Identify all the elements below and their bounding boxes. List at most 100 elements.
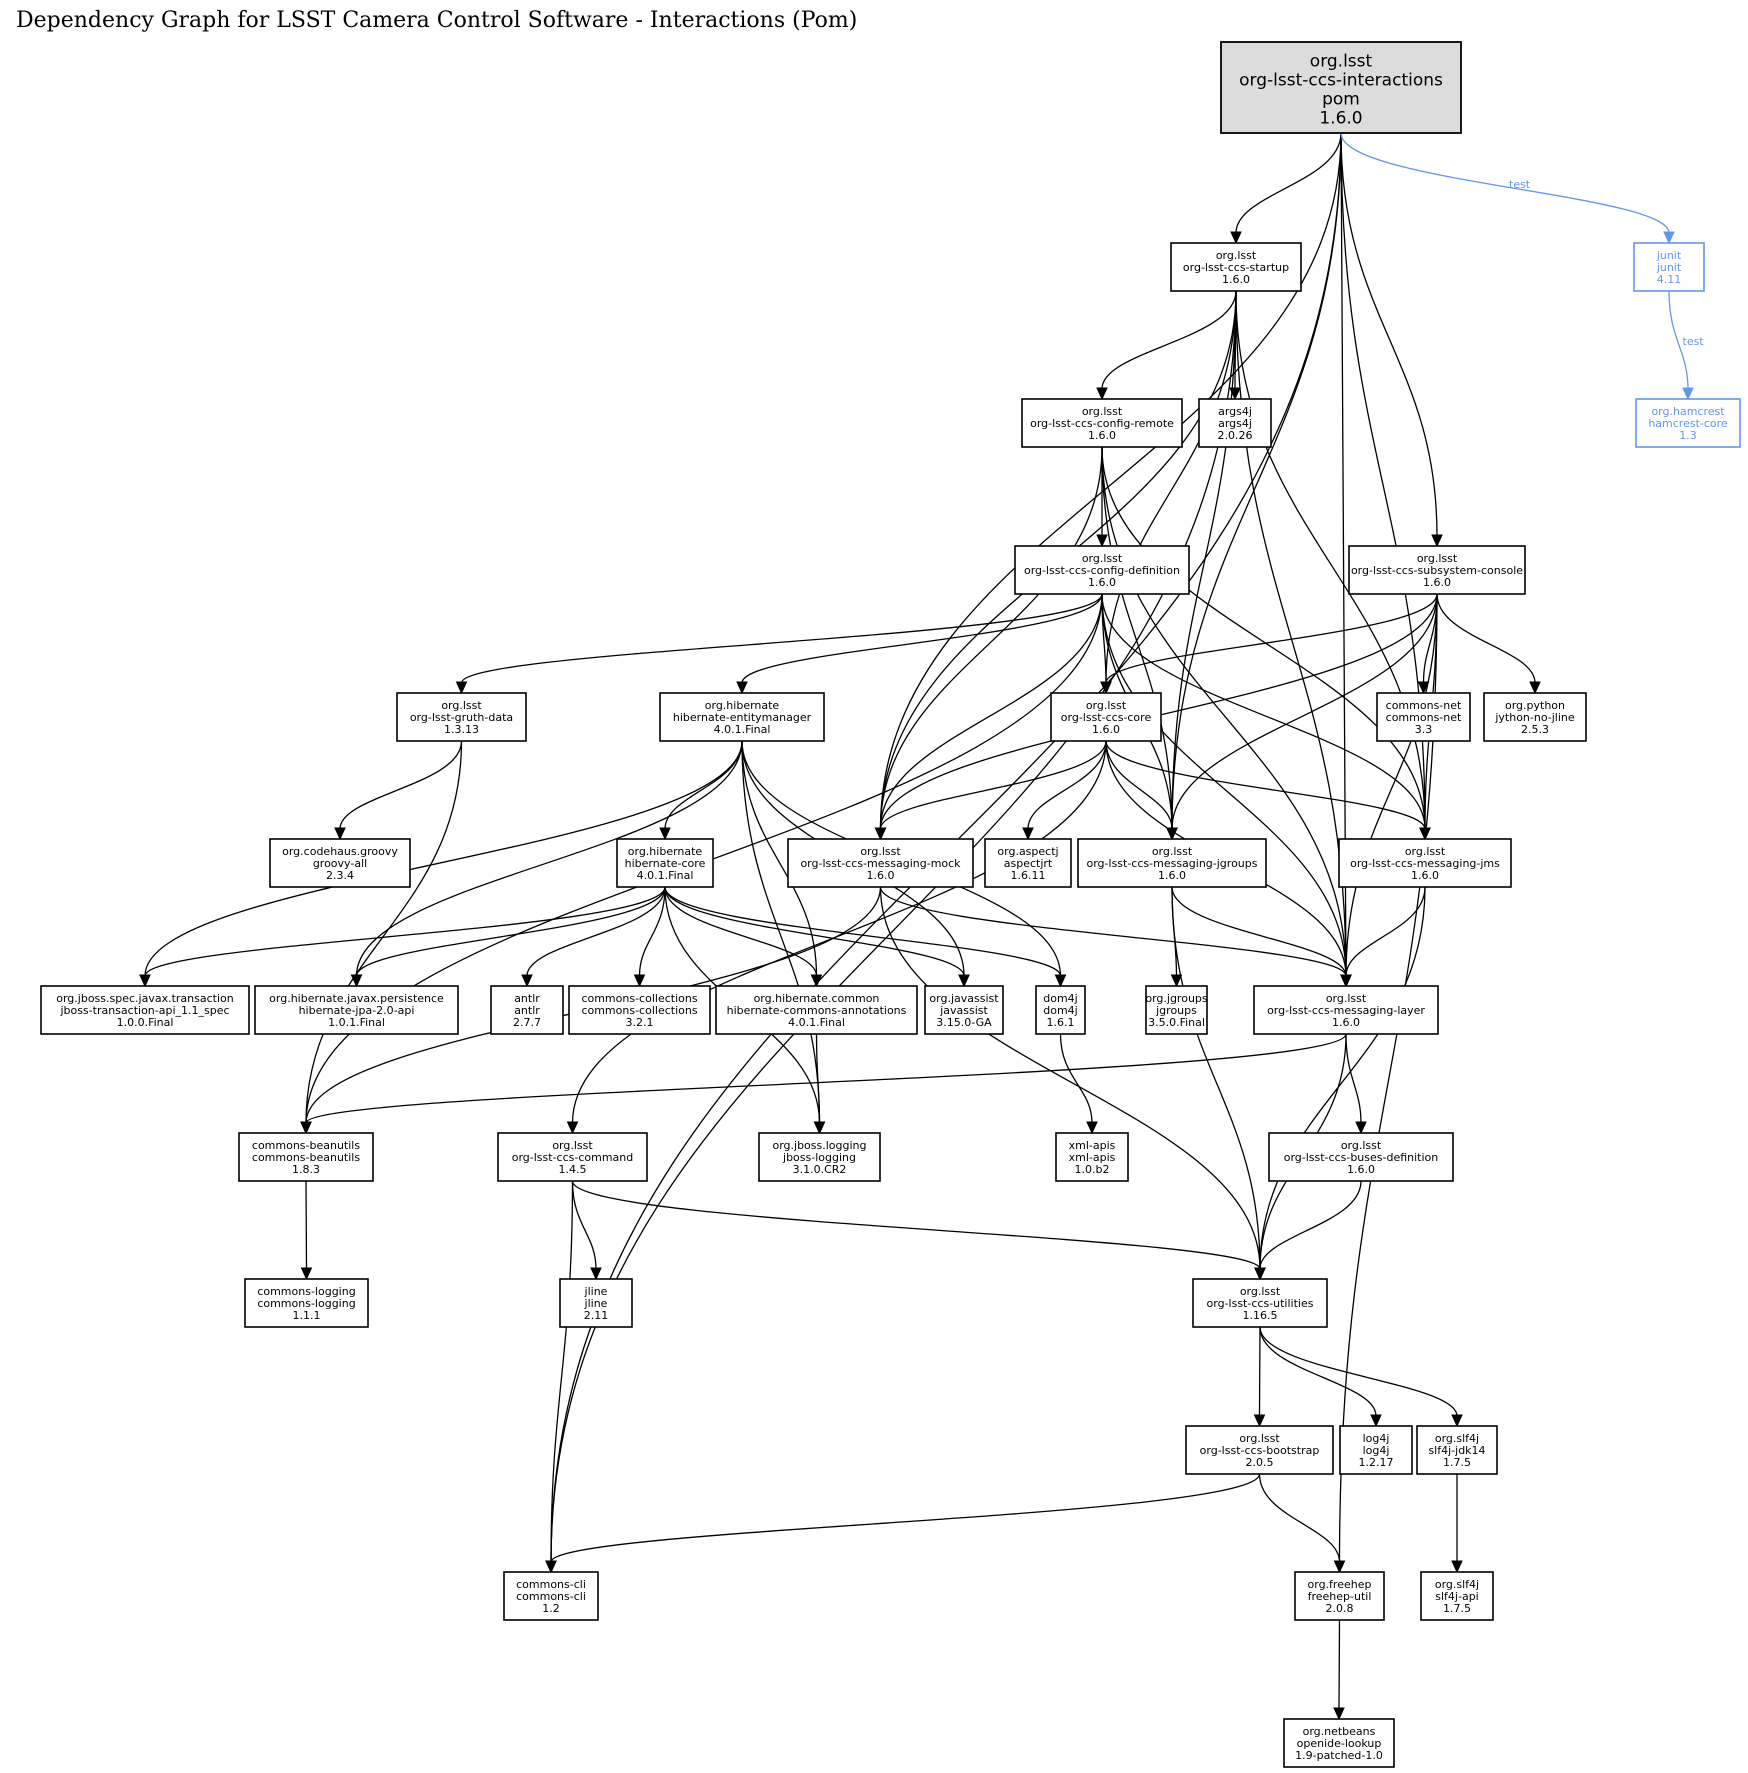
node-label-line: 1.6.0 xyxy=(1332,1016,1360,1029)
edge-line xyxy=(1259,1326,1458,1417)
arrowhead-icon xyxy=(1682,387,1694,401)
node-label-line: jython-no-jline xyxy=(1494,711,1575,724)
edge-subsystem-console-to-jython xyxy=(1436,593,1541,695)
node-label-line: 1.9-patched-1.0 xyxy=(1295,1749,1383,1762)
node-label-line: org-lsst-ccs-subsystem-console xyxy=(1351,564,1523,577)
edge-hibernate-core-to-hibernate-jpa xyxy=(350,886,666,988)
edge-buses-definition-to-utilities xyxy=(1254,1180,1362,1281)
edge-freehep-to-openide xyxy=(1333,1619,1345,1721)
node-config-definition[interactable]: org.lsstorg-lsst-ccs-config-definition1.… xyxy=(1014,545,1190,595)
node-label-line: 2.7.7 xyxy=(513,1016,541,1029)
edge-line xyxy=(355,886,666,977)
edge-line xyxy=(741,740,818,977)
node-label-line: antlr xyxy=(514,1004,540,1017)
edge-line xyxy=(305,740,463,1124)
edge-startup-to-config-remote xyxy=(1096,290,1237,401)
edge-line xyxy=(879,593,1103,830)
node-messaging-jgroups[interactable]: org.lsstorg-lsst-ccs-messaging-jgroups1.… xyxy=(1077,838,1267,888)
node-openide[interactable]: org.netbeansopenide-lookup1.9-patched-1.… xyxy=(1283,1718,1395,1768)
node-box xyxy=(1014,545,1190,595)
node-box xyxy=(715,985,918,1035)
edge-line xyxy=(1105,290,1237,684)
node-buses-definition[interactable]: org.lsstorg-lsst-ccs-buses-definition1.6… xyxy=(1268,1132,1454,1182)
node-label-line: org.jboss.logging xyxy=(772,1139,866,1152)
edge-interactions-to-startup xyxy=(1230,132,1342,245)
node-label-line: args4j xyxy=(1218,417,1252,430)
node-box xyxy=(1420,1571,1494,1621)
node-label-line: dom4j xyxy=(1043,992,1077,1005)
node-hibernate-annotations[interactable]: org.hibernate.commonhibernate-commons-an… xyxy=(715,985,918,1035)
node-label-line: 1.6.1 xyxy=(1047,1016,1075,1029)
node-label-line: 2.3.4 xyxy=(326,869,354,882)
edge-line xyxy=(1338,1619,1341,1710)
node-label-line: aspectjrt xyxy=(1004,857,1053,870)
edge-line xyxy=(879,740,1107,830)
node-messaging-layer[interactable]: org.lsstorg-lsst-ccs-messaging-layer1.6.… xyxy=(1253,985,1439,1035)
edge-line xyxy=(1340,132,1347,977)
node-label-line: org.python xyxy=(1505,699,1565,712)
node-label-line: org.lsst xyxy=(1086,699,1127,712)
node-label-line: org-lsst-ccs-messaging-jgroups xyxy=(1087,857,1258,870)
node-subsystem-console[interactable]: org.lsstorg-lsst-ccs-subsystem-console1.… xyxy=(1348,545,1526,595)
node-interactions[interactable]: org.lsstorg-lsst-ccs-interactionspom1.6.… xyxy=(1220,41,1462,134)
node-entitymanager[interactable]: org.hibernatehibernate-entitymanager4.0.… xyxy=(659,692,825,742)
arrowhead-icon xyxy=(1100,681,1112,695)
edge-line xyxy=(1027,740,1107,830)
node-label-line: 1.2 xyxy=(542,1602,560,1615)
node-label-line: jline xyxy=(584,1285,608,1298)
node-hibernate-jpa[interactable]: org.hibernate.javax.persistencehibernate… xyxy=(254,985,459,1035)
arrowhead-icon xyxy=(300,1121,312,1135)
edge-messaging-layer-to-buses-definition xyxy=(1345,1033,1367,1135)
node-box xyxy=(659,692,825,742)
node-commons-collections[interactable]: commons-collectionscommons-collections3.… xyxy=(568,985,711,1035)
edge-line xyxy=(1101,446,1173,830)
arrowhead-icon xyxy=(1096,387,1108,401)
node-label-line: log4j xyxy=(1363,1432,1390,1445)
edge-messaging-jgroups-to-utilities xyxy=(1171,886,1266,1281)
edge-command-to-jline xyxy=(571,1180,602,1281)
arrowhead-icon xyxy=(1096,534,1108,548)
node-box xyxy=(568,985,711,1035)
arrowhead-icon xyxy=(1022,827,1034,841)
edge-messaging-jgroups-to-messaging-layer xyxy=(1171,886,1352,988)
node-label-line: org.lsst xyxy=(1239,1432,1280,1445)
edge-line xyxy=(741,740,821,1124)
node-jboss-transaction[interactable]: org.jboss.spec.javax.transactionjboss-tr… xyxy=(40,985,250,1035)
node-label-line: org.hamcrest xyxy=(1651,405,1725,418)
arrowhead-icon xyxy=(1254,1267,1266,1281)
node-label-line: 1.0.b2 xyxy=(1075,1163,1110,1176)
node-label-line: commons-net xyxy=(1386,711,1462,724)
